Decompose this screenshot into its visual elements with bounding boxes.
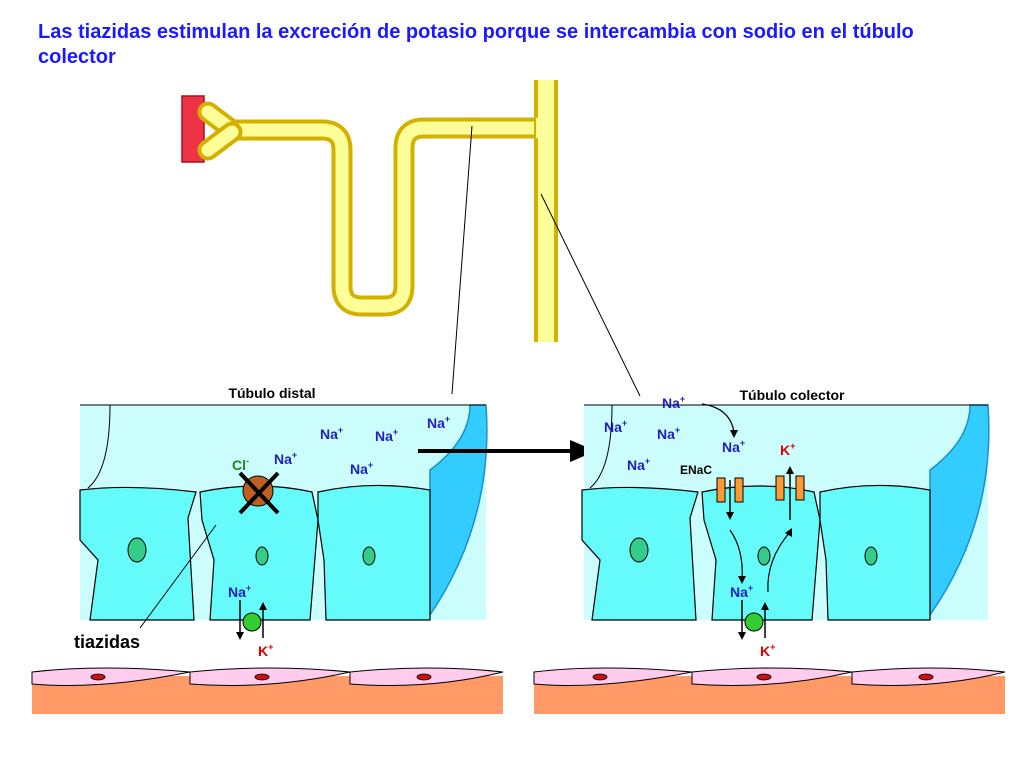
- nucleus-colector-1: [629, 537, 649, 563]
- svg-text:K+: K+: [258, 642, 273, 659]
- na-k-pump-colector: [744, 612, 764, 632]
- ion-na: Na: [427, 415, 445, 431]
- tiazidas-pointer: [139, 524, 217, 629]
- ion-na: Na: [657, 426, 675, 442]
- ion-cl: Cl: [232, 457, 246, 473]
- svg-text:Cl-: Cl-: [232, 456, 249, 473]
- svg-text:Na+: Na+: [320, 425, 343, 442]
- svg-text:Na+: Na+: [722, 438, 745, 455]
- svg-text:K+: K+: [760, 642, 775, 659]
- svg-text:K+: K+: [780, 441, 795, 458]
- label-enac: ENaC: [680, 463, 712, 477]
- nephron-tubule: [181, 80, 641, 397]
- svg-text:Na+: Na+: [627, 456, 650, 473]
- svg-text:Na+: Na+: [657, 425, 680, 442]
- zoom-line-colector: [540, 193, 641, 397]
- svg-text:Na+: Na+: [375, 427, 398, 444]
- nucleus-colector-3: [864, 546, 878, 566]
- ion-k: K: [760, 643, 770, 659]
- ion-k: K: [258, 643, 268, 659]
- label-tubulo-distal: Túbulo distal: [228, 385, 315, 401]
- nucleus-distal-1: [127, 537, 147, 563]
- na-entry-arrow: [701, 403, 735, 433]
- nucleus-colector-2: [757, 546, 771, 566]
- ion-na: Na: [274, 451, 292, 467]
- ion-na: Na: [627, 457, 645, 473]
- svg-text:Na+: Na+: [604, 418, 627, 435]
- label-tubulo-colector: Túbulo colector: [740, 387, 846, 403]
- ion-na: Na: [228, 584, 246, 600]
- panel-distal: Túbulo distal Cl- Na+ Na+ Na+ Na+ Na+ Na…: [31, 385, 504, 714]
- ion-na: Na: [350, 461, 368, 477]
- ion-na: Na: [320, 426, 338, 442]
- tubule-path: [197, 101, 557, 317]
- enac-channel: [716, 477, 726, 503]
- wall-colector: [929, 404, 990, 618]
- svg-text:Na+: Na+: [662, 394, 685, 411]
- ion-na: Na: [730, 584, 748, 600]
- zoom-line-distal: [451, 125, 473, 395]
- ion-k: K: [780, 442, 790, 458]
- svg-text:Na+: Na+: [427, 414, 450, 431]
- nucleus-distal-3: [362, 546, 376, 566]
- arrow-head-icon: [570, 440, 596, 462]
- nucleus-distal-2: [255, 546, 269, 566]
- label-tiazidas: tiazidas: [74, 632, 140, 652]
- ion-na: Na: [604, 419, 622, 435]
- ion-na: Na: [662, 395, 680, 411]
- slide-title: Las tiazidas estimulan la excreción de p…: [38, 21, 914, 68]
- ion-na: Na: [722, 439, 740, 455]
- panel-colector: Túbulo colector ENaC Na+ Na+ Na+ Na+ Na+…: [533, 387, 1006, 714]
- na-k-pump: [242, 612, 262, 632]
- wall-distal: [429, 404, 488, 618]
- ion-na: Na: [375, 428, 393, 444]
- svg-text:Na+: Na+: [274, 450, 297, 467]
- svg-text:Na+: Na+: [228, 583, 251, 600]
- svg-text:Na+: Na+: [730, 583, 753, 600]
- k-channel: [775, 475, 785, 501]
- svg-text:Na+: Na+: [350, 460, 373, 477]
